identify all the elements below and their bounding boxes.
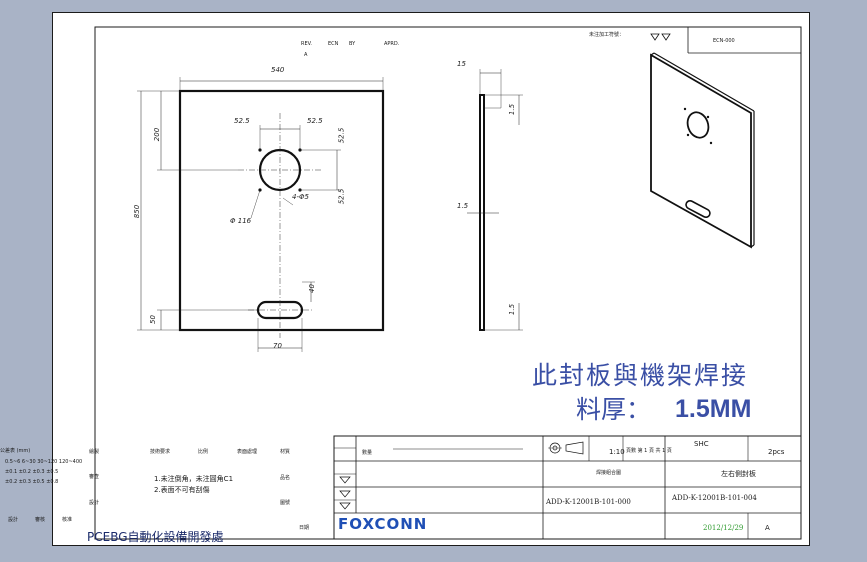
dim-slot-height: 40 [307, 284, 316, 293]
dim-side-a: 1.5 [508, 103, 517, 116]
dim-top-to-hole: 200 [153, 127, 162, 142]
label-surface: 表面處理 [237, 449, 258, 455]
dim-hole-top: 52.5 [337, 127, 346, 144]
dim-hole-left: 52.5 [234, 117, 250, 125]
dim-small-holes: 4-Φ5 [292, 193, 309, 201]
side-view-plate [479, 94, 485, 331]
rev-label: REV. [301, 41, 312, 47]
tolerance-row: ±0.1 ±0.2 ±0.3 ±0.5 [5, 469, 59, 475]
inner-frame [94, 26, 802, 540]
ecn-number: ECN-000 [713, 38, 735, 44]
tech-note-2: 2.表面不可有刮傷 [154, 486, 210, 494]
label-material: 材質 [280, 449, 291, 455]
label-designer: 設計 [8, 517, 19, 523]
sheet-count: 頁數 第 1 頁 共 1 頁 [626, 448, 672, 454]
label-tech: 技術要求 [150, 449, 171, 455]
dim-height: 850 [133, 204, 142, 219]
by-label: BY [349, 41, 356, 47]
label-qty: 數量 [362, 450, 373, 456]
dim-side-c: 1.5 [508, 303, 517, 316]
tolerance-title: 公差表 (mm) [0, 448, 31, 454]
dim-width: 540 [271, 66, 285, 74]
label-date: 日期 [299, 525, 310, 531]
title-block [333, 435, 802, 540]
dim-slot-width: 70 [273, 342, 282, 350]
front-view-plate [178, 89, 385, 332]
drawing-sheet: REV. ECN BY APRD. A 未注加工符號： ECN-000 540 … [52, 12, 810, 546]
dim-hole-right: 52.5 [307, 117, 323, 125]
dim-side-b: 1.5 [457, 202, 469, 210]
label-reviewer: 審核 [35, 517, 46, 523]
iso-hole [686, 111, 710, 139]
label-part-name: 品名 [280, 475, 291, 481]
date-value: 2012/12/29 [703, 524, 744, 532]
ecn-label: ECN [328, 41, 339, 47]
drawing-canvas [94, 26, 802, 540]
label-check: 審查 [89, 474, 100, 480]
note-thickness-value: 1.5MM [675, 395, 752, 423]
label-drawn: 繪製 [89, 449, 100, 455]
tech-note-1: 1.未注倒角，未注圓角C1 [154, 475, 234, 483]
note-weld: 此封板與機架焊接 [532, 361, 749, 390]
label-approver: 核准 [62, 517, 73, 523]
dim-slot-bottom: 50 [148, 315, 157, 324]
material-value: SHC [694, 440, 709, 448]
part-number: ADD-K-12001B-101-004 [672, 494, 757, 502]
dim-side-top: 15 [457, 60, 466, 68]
iso-view-plate [650, 53, 752, 249]
scale-value: 1:10 [609, 448, 625, 456]
rev-letter: A [304, 52, 308, 58]
iso-slot [685, 199, 711, 219]
dim-hole-dia: Φ 116 [230, 217, 252, 225]
dim-hole-bottom: 52.5 [337, 188, 346, 205]
small-hole [298, 188, 302, 192]
assembly-number: ADD-K-12001B-101-000 [546, 498, 631, 506]
tolerance-row: ±0.2 ±0.3 ±0.5 ±0.8 [5, 479, 59, 485]
tolerance-row: 0.5~6 6~30 30~120 120~400 [5, 459, 83, 465]
qty-value: 2pcs [768, 448, 785, 456]
aprd-label: APRD. [384, 41, 400, 47]
roughness-note: 未注加工符號： [589, 32, 625, 38]
revision-value: A [765, 524, 770, 532]
department: PCEBG自動化設備開發處 [87, 530, 224, 544]
note-thickness-label: 料厚： [576, 395, 652, 424]
label-drawing-no: 圖號 [280, 500, 291, 506]
brand-logo: FOXCONN [338, 515, 428, 533]
label-scale: 比例 [198, 449, 209, 455]
label-design: 設計 [89, 500, 100, 506]
assembly-name: 焊接組合圖 [596, 470, 622, 476]
part-name: 左右側封板 [721, 470, 756, 478]
